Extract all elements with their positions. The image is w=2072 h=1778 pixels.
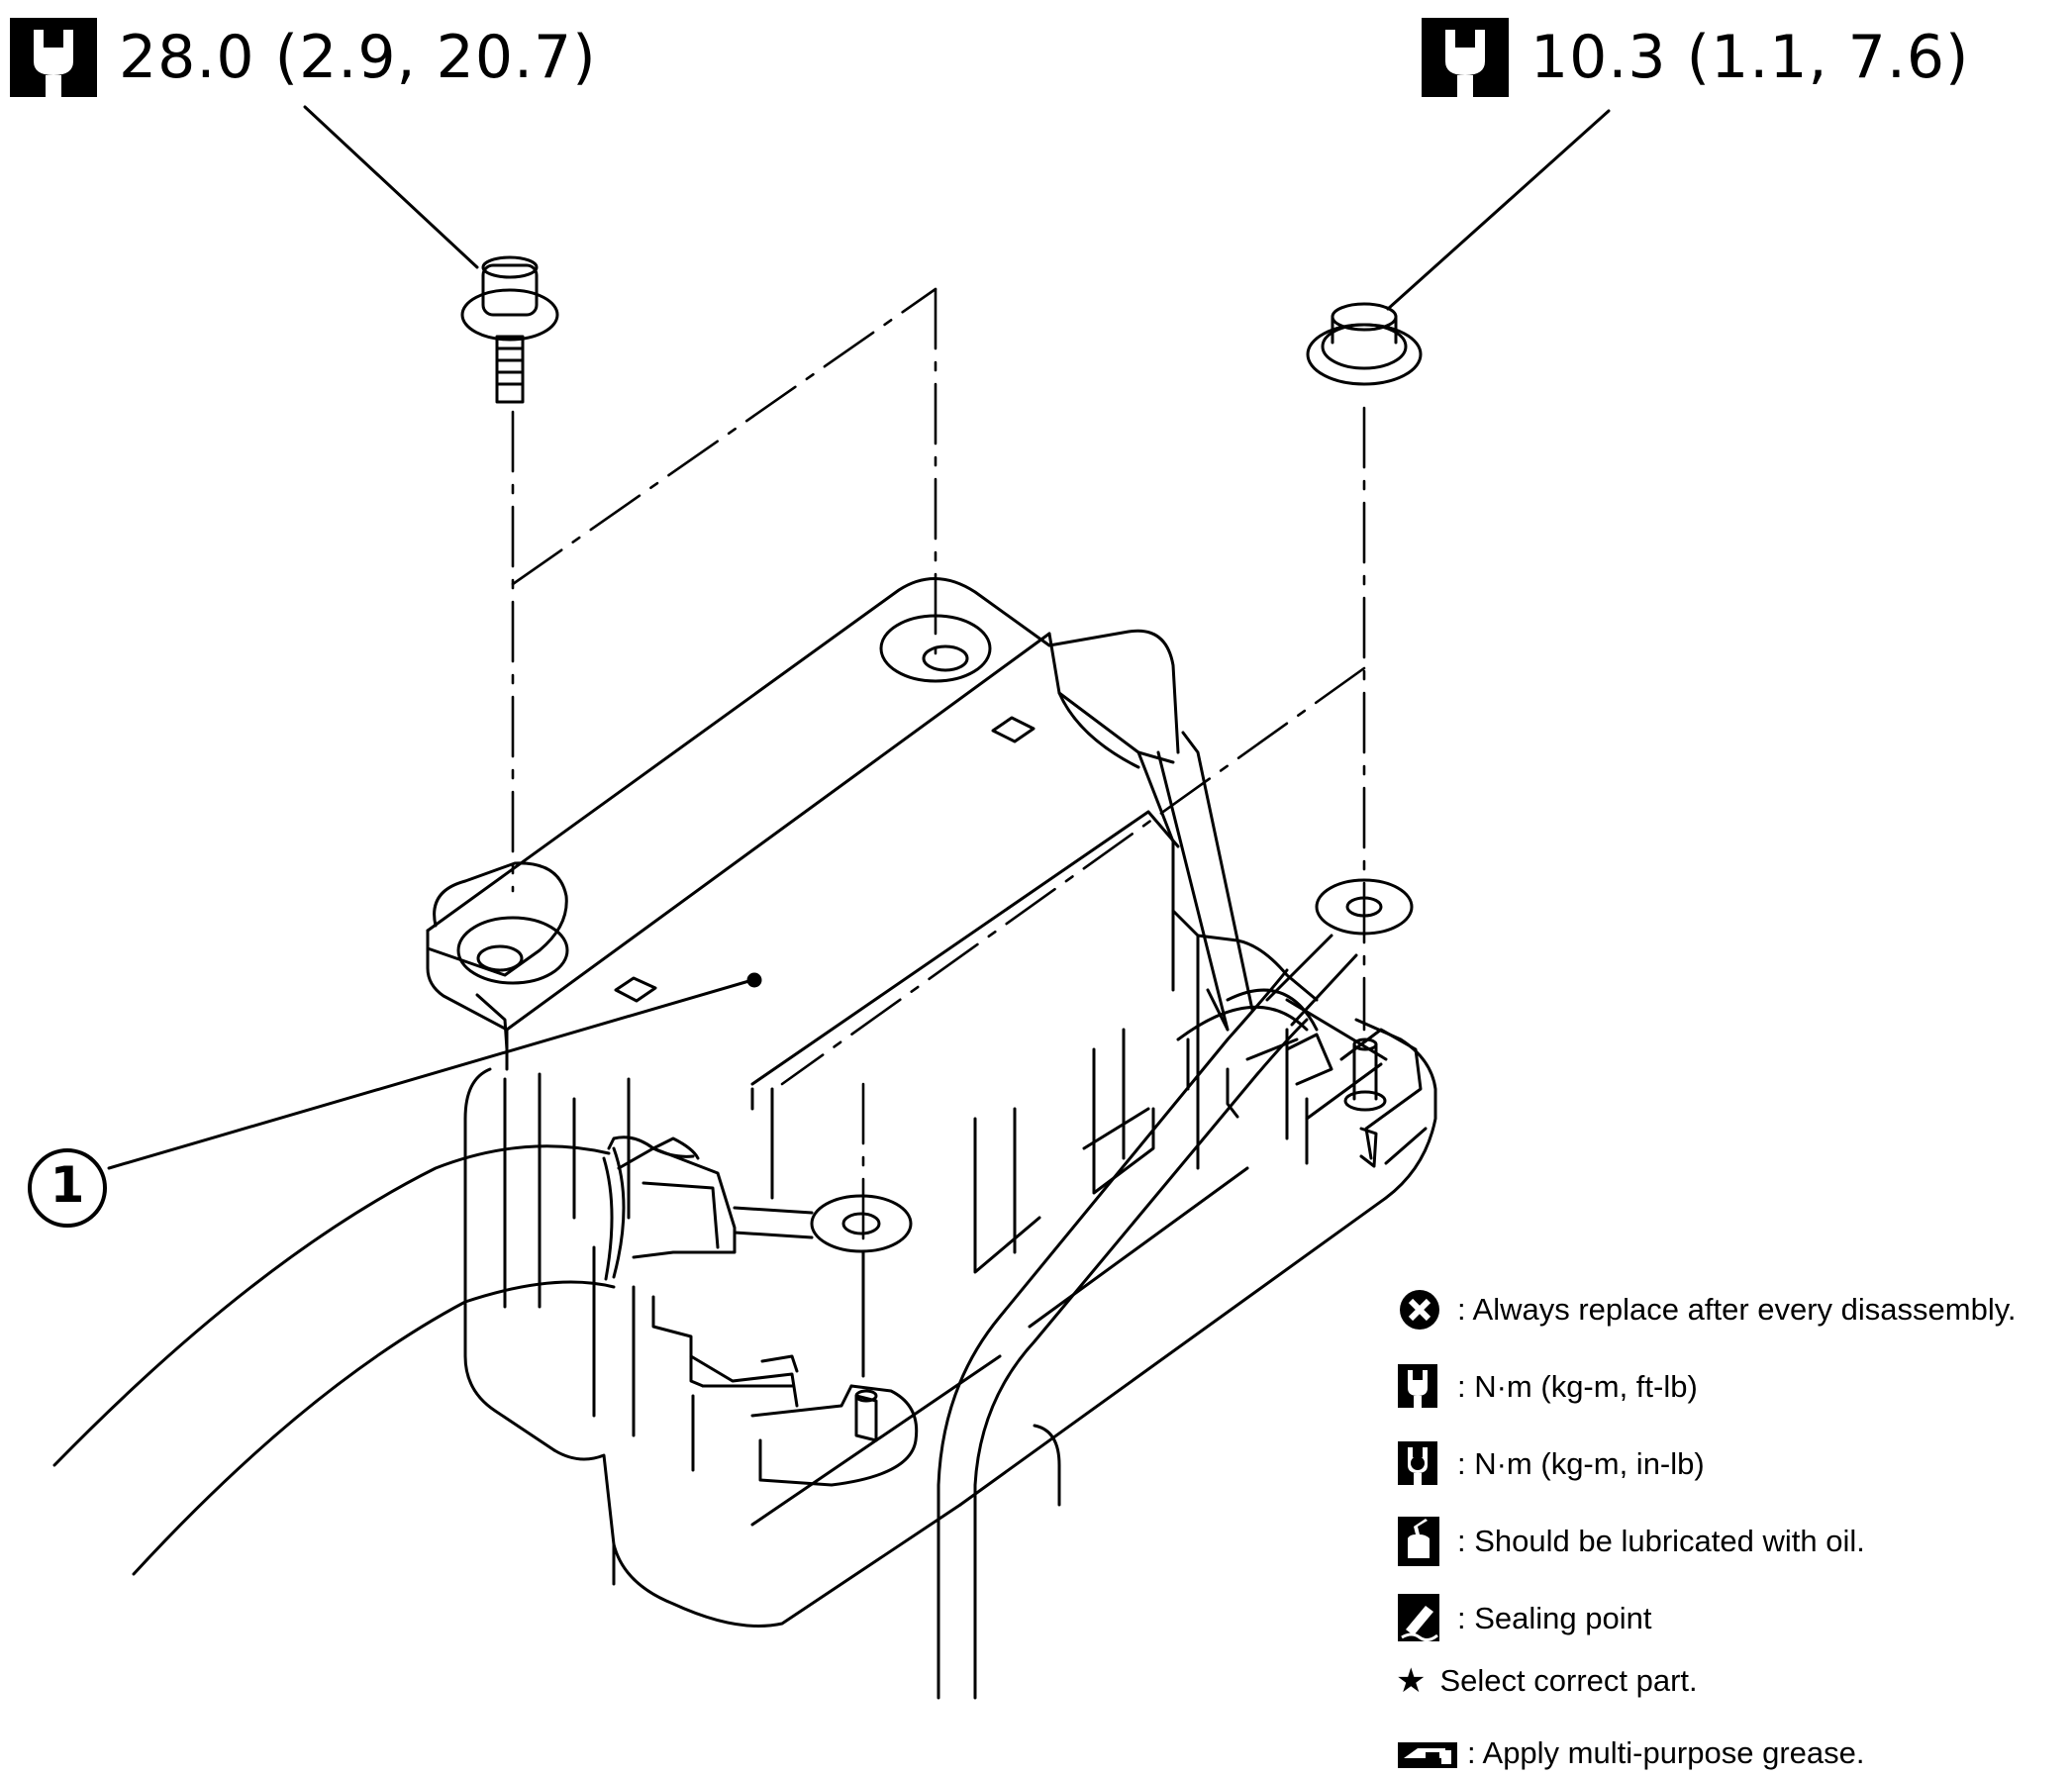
star-icon: ★ (1396, 1662, 1427, 1700)
part-1-leader (107, 978, 754, 1170)
torque-ftlb-icon (1398, 1364, 1437, 1408)
replace-icon (1400, 1290, 1439, 1330)
grease-icon (1398, 1742, 1457, 1768)
legend-text-star: Select correct part. (1439, 1663, 1698, 1698)
washer-right (1315, 878, 1414, 936)
legend-text-grease: : Apply multi-purpose grease. (1467, 1735, 1865, 1770)
legend-text-oil: : Should be lubricated with oil. (1457, 1524, 1865, 1558)
sealing-icon (1398, 1594, 1439, 1642)
torque-wrench-icon (10, 18, 97, 97)
torque-inlb-icon (1398, 1441, 1437, 1485)
mount-boss-right (879, 614, 992, 683)
legend-row-sealing: : Sealing point (1396, 1594, 1651, 1643)
stud-right (1339, 1028, 1423, 1168)
nut (1306, 302, 1423, 386)
legend-row-grease: : Apply multi-purpose grease. (1396, 1729, 1865, 1778)
nut-torque-value: 10.3 (1.1, 7.6) (1530, 23, 1970, 92)
legend-row-torque-ftlb: : N·m (kg-m, ft-lb) (1396, 1362, 1698, 1412)
legend-text-sealing: : Sealing point (1457, 1601, 1652, 1635)
part-1-leader-dot (746, 972, 762, 988)
hose-assembly (937, 731, 1358, 1700)
bolt-torque-callout: 28.0 (2.9, 20.7) (10, 18, 597, 97)
washer-front (810, 1194, 913, 1378)
bolt-torque-value: 28.0 (2.9, 20.7) (119, 23, 597, 92)
wiring-harness (52, 1136, 814, 1576)
bolt (460, 255, 559, 404)
bolt-leader-line (303, 105, 479, 269)
mount-boss-left (426, 861, 569, 1051)
part-1-balloon (28, 1148, 107, 1228)
legend-row-star: ★ Select correct part. (1396, 1661, 1698, 1701)
oil-can-icon (1398, 1517, 1439, 1566)
legend-row-torque-inlb: : N·m (kg-m, in-lb) (1396, 1439, 1705, 1489)
part-1-label: 1 (49, 1156, 85, 1214)
legend-row-oil: : Should be lubricated with oil. (1396, 1517, 1865, 1566)
legend-text-replace: : Always replace after every disassembly… (1457, 1292, 2017, 1327)
bracket-body (426, 577, 1437, 1628)
torque-wrench-icon (1422, 18, 1509, 97)
nut-leader-line (1386, 109, 1611, 311)
legend-text-torque-inlb: : N·m (kg-m, in-lb) (1457, 1446, 1705, 1481)
legend-text-torque-ftlb: : N·m (kg-m, ft-lb) (1457, 1369, 1698, 1404)
legend-row-replace: : Always replace after every disassembly… (1396, 1285, 2017, 1334)
nut-torque-callout: 10.3 (1.1, 7.6) (1422, 18, 1969, 97)
